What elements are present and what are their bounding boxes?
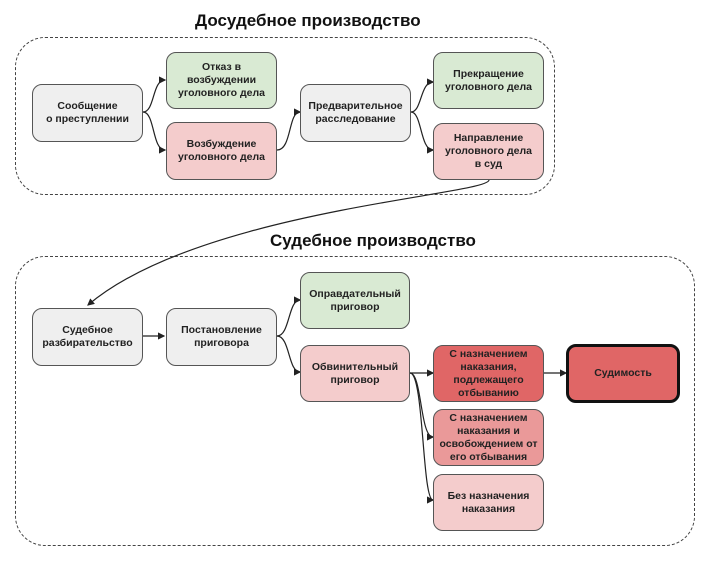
node-case-termination: Прекращение уголовного дела — [433, 52, 544, 109]
edge-referral-proceedings — [87, 179, 490, 306]
node-refusal-to-initiate: Отказ в возбуждении уголовного дела — [166, 52, 277, 109]
node-sentence-to-serve: С назначением наказания, подлежащего отб… — [433, 345, 544, 402]
node-acquittal: Оправдательный приговор — [300, 272, 410, 329]
trial-title: Судебное производство — [270, 231, 476, 250]
node-court-proceedings: Судебное разбирательство — [32, 308, 143, 366]
pretrial-group — [15, 37, 555, 195]
edge-conviction-nopunish — [409, 372, 435, 504]
trial-group — [15, 256, 695, 546]
node-sentence-with-release: С назначением наказания и освобождением … — [433, 409, 544, 466]
edge-sentencing-acquittal — [276, 296, 302, 337]
node-no-punishment: Без назначения наказания — [433, 474, 544, 531]
node-crime-report: Сообщение о преступлении — [32, 84, 143, 142]
edge-initiation-investigation — [276, 108, 302, 151]
edge-report-initiation — [142, 111, 167, 154]
pretrial-title: Досудебное производство — [195, 11, 421, 30]
node-conviction: Обвинительный приговор — [300, 345, 410, 402]
edge-investigation-referral — [410, 111, 435, 154]
node-criminal-record: Судимость — [566, 344, 680, 403]
edge-sentencing-conviction — [276, 335, 302, 376]
node-preliminary-investigation: Предварительное расследование — [300, 84, 411, 142]
node-sentencing: Постановление приговора — [166, 308, 277, 366]
edge-investigation-termination — [410, 78, 435, 113]
node-case-initiation: Возбуждение уголовного дела — [166, 122, 277, 180]
edge-report-refusal — [142, 76, 167, 113]
node-referral-to-court: Направление уголовного дела в суд — [433, 123, 544, 180]
